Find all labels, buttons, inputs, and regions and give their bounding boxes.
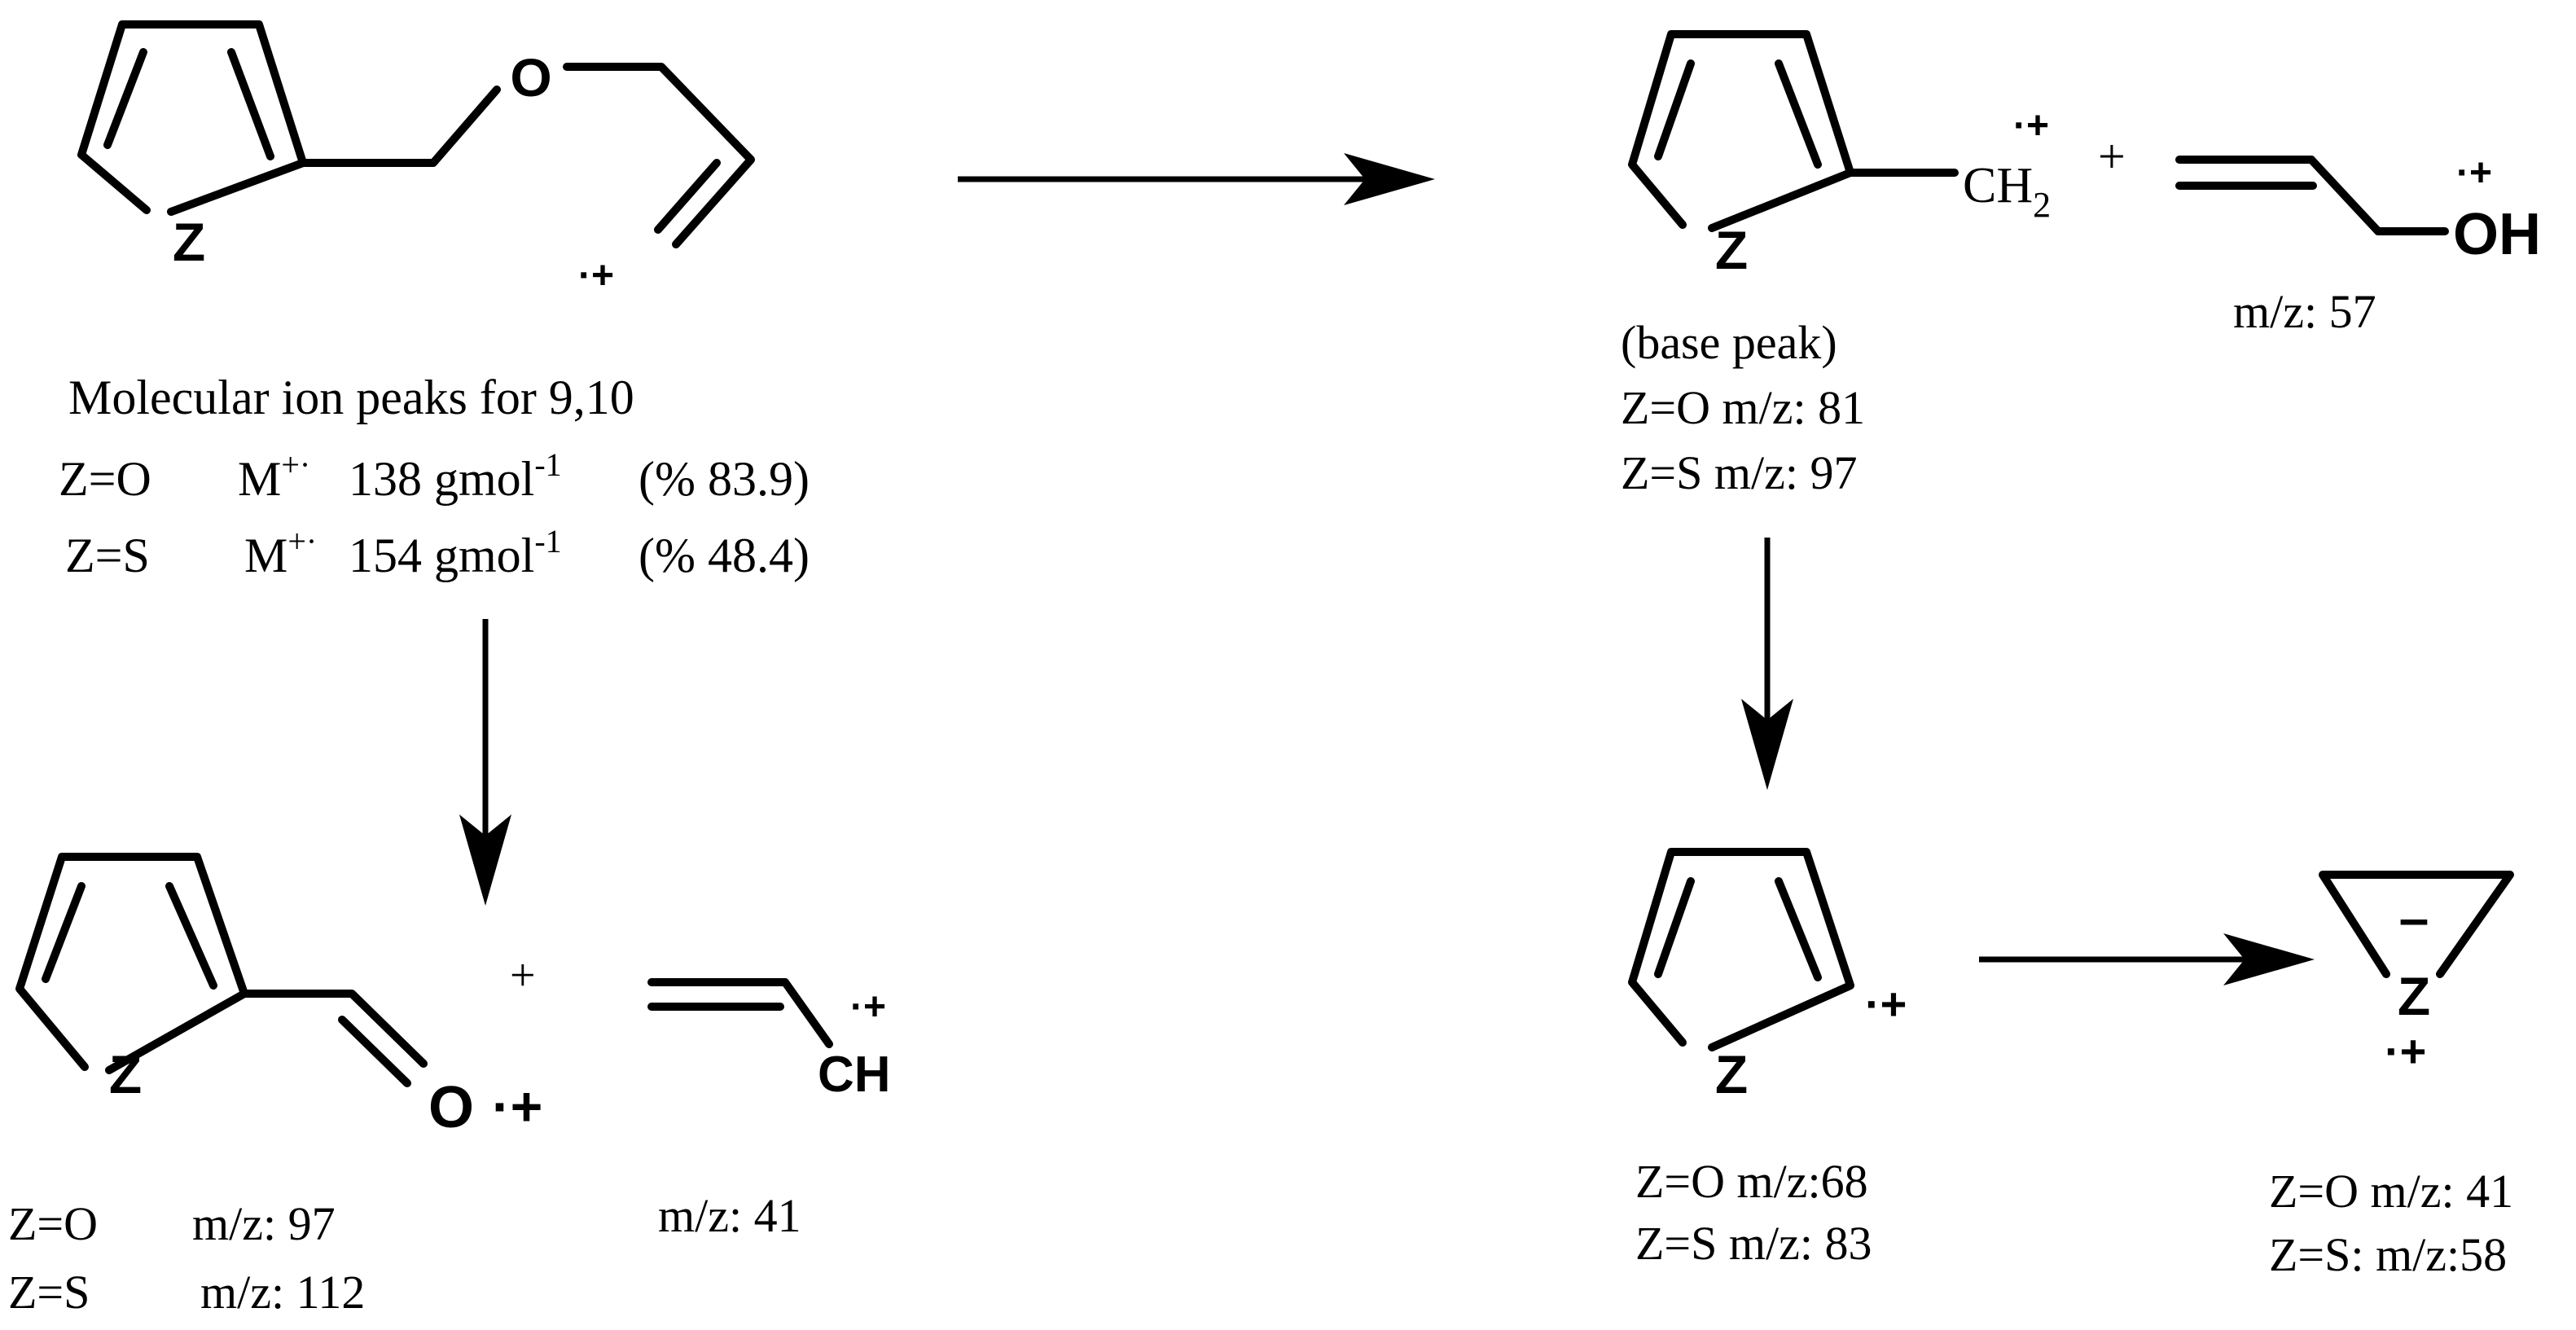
ch-group: CH	[818, 1047, 891, 1103]
molecular-ion-s-line: Z=S M+· 154 gmol-1 (% 48.4)	[65, 523, 810, 582]
s-ion-charge: +·	[287, 523, 317, 560]
oxygen-radical-cation: ·+	[492, 1076, 542, 1138]
oh-radical-cation: ·+	[2456, 151, 2492, 195]
s-ion-symbol: M	[244, 529, 287, 582]
ch2-radical-cation: ·+	[2013, 104, 2049, 147]
parent-molecule: Z O ·+	[77, 20, 755, 297]
allyl-cation-mz: m/z: 41	[658, 1189, 801, 1242]
s-z-value: Z=S	[65, 529, 150, 582]
hydroxyl-group: OH	[2453, 202, 2541, 267]
o-mass-unit-sup: -1	[534, 446, 561, 483]
ring-bonds	[77, 20, 307, 216]
furfuryl-s-line: Z=S m/z: 97	[1621, 446, 1857, 499]
z-atom: Z	[109, 1044, 142, 1104]
three-ring-ion: – Z ·+	[2319, 871, 2514, 1077]
z-atom: Z	[2398, 966, 2430, 1026]
ring-radical-cation: ·+	[1865, 978, 1907, 1029]
three-ring-o-line: Z=O m/z: 41	[2269, 1165, 2513, 1218]
s-mass-unit-sup: -1	[534, 523, 561, 560]
allyl-cation: ·+ CH	[647, 978, 891, 1103]
plus-sign: +	[2098, 129, 2126, 183]
allyl-alcohol-mz: m/z: 57	[2233, 285, 2376, 338]
three-ring-s-line: Z=S: m/z:58	[2269, 1228, 2507, 1281]
molecular-ion-title: Molecular ion peaks for 9,10	[68, 371, 634, 424]
z-atom: Z	[173, 212, 205, 272]
three-ring-radical-cation: ·+	[2385, 1025, 2426, 1077]
furfuryl-o-line: Z=O m/z: 81	[1621, 381, 1865, 434]
carbonyl-oxygen: O	[428, 1075, 474, 1140]
arrow-down-right	[1741, 538, 1793, 790]
allyl-alcohol-ion: ·+ OH	[2175, 151, 2541, 267]
o-mass-value: 138 gmol	[349, 452, 534, 506]
arrow-right-bottom	[1979, 933, 2315, 985]
ring-s-line: Z=S m/z: 83	[1635, 1217, 1872, 1270]
z-atom: Z	[1715, 220, 1748, 280]
o-percent: (% 83.9)	[639, 452, 810, 506]
o-ion-symbol: M	[238, 452, 281, 506]
s-percent: (% 48.4)	[639, 529, 810, 582]
molecular-ion-o-line: Z=O M+· 138 gmol-1 (% 83.9)	[59, 446, 810, 506]
ch2-group: CH2	[1963, 158, 2051, 225]
ring-o-line: Z=O m/z:68	[1635, 1155, 1868, 1208]
furfuryl-ion: Z ·+ CH2 +	[1628, 30, 2126, 280]
radical-cation-label: ·+	[578, 254, 614, 297]
arrow-down-left	[459, 619, 511, 906]
ether-oxygen: O	[510, 47, 551, 108]
o-ion-charge: +·	[281, 446, 310, 483]
ring-minus-charge: –	[2399, 888, 2429, 948]
o-z-value: Z=O	[59, 452, 151, 506]
arrow-right-top	[958, 153, 1435, 205]
acyl-ion: Z O ·+ +	[15, 853, 542, 1140]
z-atom: Z	[1715, 1044, 1748, 1104]
ring-ion: Z ·+	[1628, 848, 1907, 1104]
ch-radical-cation: ·+	[850, 985, 886, 1029]
plus-sign: +	[510, 950, 536, 1001]
base-peak-note: (base peak)	[1621, 316, 1837, 369]
s-mass-value: 154 gmol	[349, 529, 534, 582]
